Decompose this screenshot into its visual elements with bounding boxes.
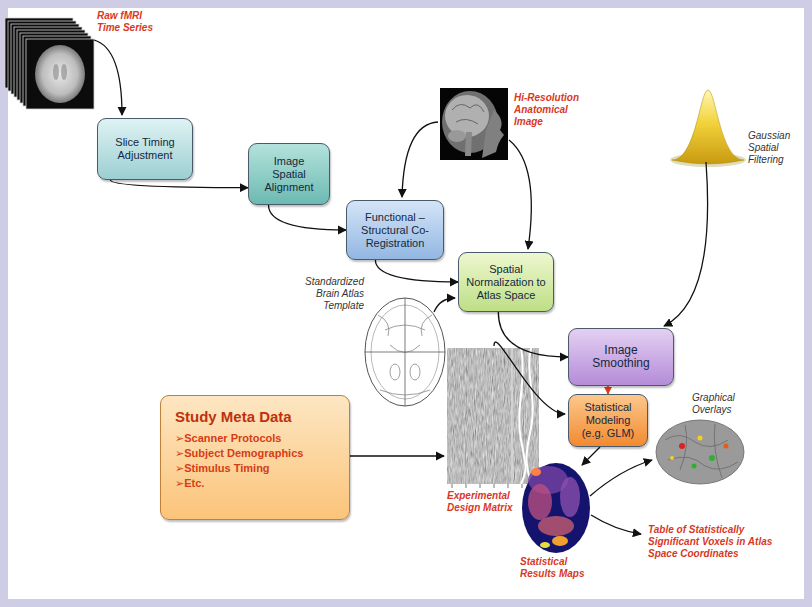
overlay-spot — [724, 444, 729, 449]
mri-brainstem — [465, 132, 472, 156]
input-arrow — [94, 40, 122, 115]
process-box: Spatial Normalization to Atlas Space — [458, 252, 554, 312]
image-label: Standardized Brain Atlas Template — [290, 276, 364, 312]
results-blob — [531, 468, 541, 476]
image-label: Statistical Results Maps — [520, 556, 600, 580]
input-arrow — [402, 122, 438, 197]
mri-face — [482, 110, 504, 158]
overlay-sulci — [665, 424, 738, 478]
results-blob — [538, 516, 574, 536]
input-arrow — [494, 342, 565, 414]
list-item: ➢Stimulus Timing — [175, 461, 270, 476]
overlay-spot — [670, 456, 674, 460]
fmri-ventricle — [61, 64, 67, 80]
input-arrow — [434, 298, 455, 312]
process-box: Functional – Structural Co-Registration — [346, 200, 444, 260]
image-label: Raw fMRI Time Series — [97, 10, 159, 34]
input-arrow — [509, 140, 531, 249]
overlay-spot — [679, 443, 685, 449]
list-item: ➢Etc. — [175, 476, 204, 491]
results-blob — [552, 536, 568, 546]
design-regressor — [527, 348, 533, 484]
list-item: ➢Scanner Protocols — [175, 431, 281, 446]
output-arrow — [590, 460, 652, 496]
results-blob — [560, 477, 580, 517]
flow-arrow — [498, 312, 568, 357]
design-matrix — [447, 348, 539, 484]
input-arrow — [350, 455, 444, 456]
atlas-outline — [365, 298, 445, 406]
image-label: Table of Statistically Significant Voxel… — [648, 524, 788, 560]
mri-gyri — [452, 104, 484, 124]
box-heading: Study Meta Data — [175, 408, 292, 426]
fmri-frame — [26, 39, 94, 109]
mri-brain — [445, 95, 489, 137]
matrix-ticks — [452, 484, 536, 488]
mri-frame — [440, 88, 508, 160]
flow-arrow — [269, 205, 347, 230]
design-regressor — [519, 348, 525, 484]
flow-arrow — [110, 180, 248, 188]
box-label: Spatial Normalization to Atlas Space — [464, 263, 548, 302]
image-label: Experimental Design Matrix — [447, 490, 531, 514]
mri-cerebellum — [448, 130, 466, 142]
process-box: Statistical Modeling (e.g. GLM) — [568, 394, 648, 447]
image-label: Gaussian Spatial Filtering — [748, 130, 804, 166]
fmri-ventricle — [53, 64, 59, 80]
list-item: ➢Subject Demographics — [175, 446, 303, 461]
design-regressor — [511, 348, 513, 484]
atlas-axes — [365, 298, 445, 406]
overlay-spot — [698, 436, 703, 441]
atlas-structures — [390, 364, 400, 380]
process-box: Image Smoothing — [568, 328, 674, 386]
process-box: Slice Timing Adjustment — [97, 118, 193, 180]
box-label: Statistical Modeling (e.g. GLM) — [575, 401, 641, 440]
box-label: Functional – Structural Co-Registration — [352, 211, 438, 250]
atlas-structures — [378, 315, 432, 395]
box-label: Image Spatial Alignment — [258, 155, 320, 194]
atlas-structures — [410, 364, 420, 380]
gaussian-bell — [672, 90, 744, 164]
overlay-spot — [692, 464, 697, 469]
box-label: Slice Timing Adjustment — [115, 136, 175, 162]
output-arrow — [591, 515, 641, 534]
results-brain — [522, 463, 590, 553]
flow-arrow — [375, 260, 458, 282]
input-arrow — [664, 162, 708, 326]
process-box: Image Spatial Alignment — [248, 143, 330, 205]
results-blob — [540, 542, 550, 548]
fmri-brain — [35, 45, 85, 103]
results-blob — [528, 484, 552, 520]
box-label: Image Smoothing — [589, 344, 653, 370]
overlay-spot — [709, 455, 715, 461]
overlay-brain — [656, 420, 744, 484]
image-label: Hi-Resolution Anatomical Image — [514, 92, 592, 128]
image-label: Graphical Overlays — [692, 392, 752, 416]
flow-arrow — [607, 386, 609, 394]
metadata-box: Study Meta Data ➢Scanner Protocols➢Subjec… — [160, 395, 350, 520]
output-arrow — [582, 447, 600, 465]
